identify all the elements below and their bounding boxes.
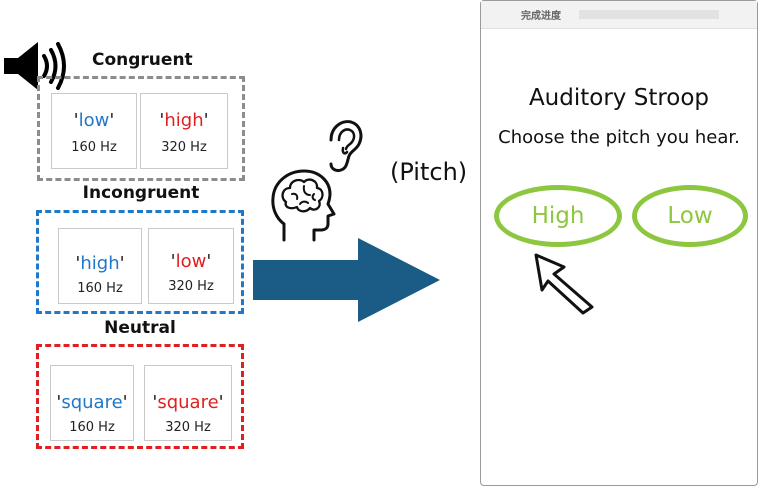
stimulus-frequency: 320 Hz — [168, 279, 214, 294]
incongruent-card-low: 'low' 320 Hz — [148, 228, 234, 304]
congruent-card-high: 'high' 320 Hz — [140, 93, 228, 169]
ear-icon — [329, 120, 363, 172]
progress-label: 完成进度 — [521, 11, 561, 22]
mouse-cursor-icon — [534, 253, 594, 315]
stimulus-frequency: 160 Hz — [71, 140, 117, 155]
stimulus-word: low — [175, 251, 207, 272]
incongruent-title: Incongruent — [82, 183, 200, 203]
stimulus-frequency: 160 Hz — [69, 420, 115, 435]
congruent-card-low: 'low' 160 Hz — [51, 93, 137, 169]
speaker-icon — [4, 42, 66, 90]
stimulus-word: square — [157, 392, 219, 413]
experiment-app-window: 完成进度 Auditory Stroop Choose the pitch yo… — [480, 0, 758, 486]
app-title: Auditory Stroop — [528, 85, 710, 111]
stimulus-frequency: 320 Hz — [161, 140, 207, 155]
stimulus-word: high — [80, 253, 120, 274]
congruent-group: 'low' 160 Hz 'high' 320 Hz — [37, 76, 245, 181]
pitch-label: (Pitch) — [390, 158, 468, 186]
progress-header: 完成进度 — [481, 1, 757, 29]
brain-head-icon — [271, 169, 336, 242]
neutral-card-red: 'square' 320 Hz — [144, 365, 232, 441]
task-instruction: Choose the pitch you hear. — [498, 127, 740, 148]
stimulus-frequency: 320 Hz — [165, 420, 211, 435]
incongruent-card-high: 'high' 160 Hz — [58, 228, 142, 304]
high-button[interactable]: High — [494, 185, 622, 247]
incongruent-group: 'high' 160 Hz 'low' 320 Hz — [36, 210, 244, 314]
right-arrow-icon — [253, 238, 440, 322]
neutral-group: 'square' 160 Hz 'square' 320 Hz — [36, 344, 244, 449]
neutral-title: Neutral — [104, 318, 176, 338]
congruent-title: Congruent — [92, 50, 193, 70]
stimulus-word: square — [61, 392, 123, 413]
low-button[interactable]: Low — [632, 185, 748, 247]
neutral-card-blue: 'square' 160 Hz — [50, 365, 134, 441]
progress-bar — [579, 10, 719, 19]
stimulus-word: low — [78, 110, 110, 131]
stimulus-word: high — [164, 110, 204, 131]
stimulus-frequency: 160 Hz — [77, 281, 123, 296]
